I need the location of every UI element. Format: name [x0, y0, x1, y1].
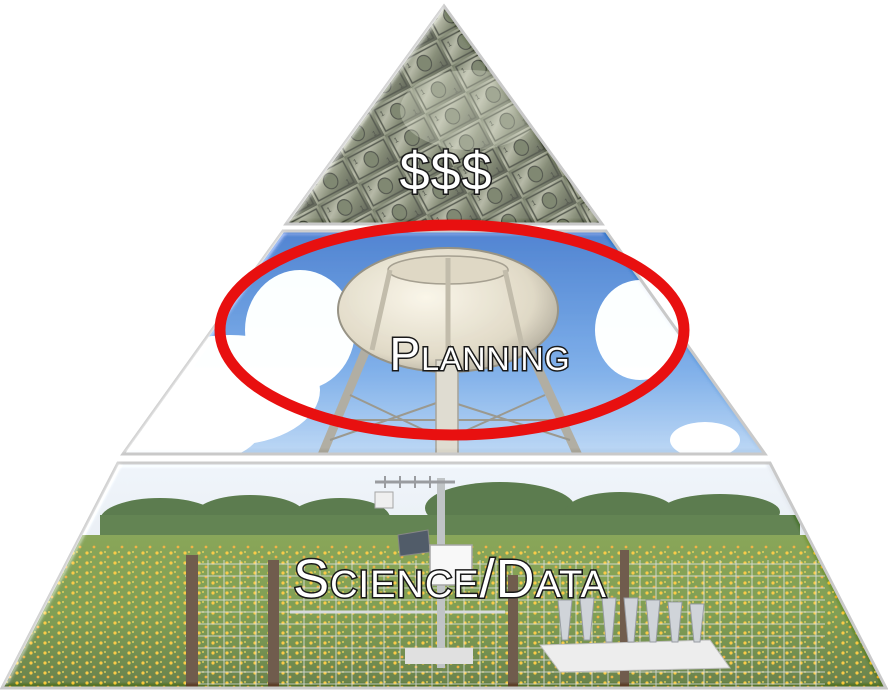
- tier-label-money: $$$: [399, 142, 492, 202]
- tree-line: [100, 482, 800, 542]
- tier-label-science-data: Science/Data: [293, 549, 607, 609]
- tier-planning: [120, 229, 768, 456]
- tier-science-data: [0, 461, 888, 690]
- sensor-array: [539, 597, 731, 673]
- highlight-ellipse: [214, 219, 690, 441]
- weather-station: [374, 476, 473, 668]
- tier-label-planning: Planning: [390, 328, 571, 380]
